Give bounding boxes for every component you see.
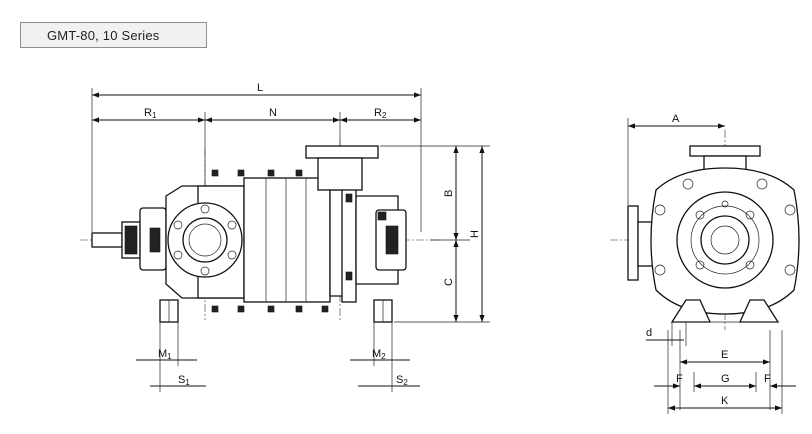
dim-label-H: H [469,230,481,238]
dim-label-R1: R1 [144,107,157,120]
dim-label-L: L [257,82,263,94]
series-badge: GMT-80, 10 Series [20,22,207,48]
dim-label-R2: R2 [374,107,387,120]
side-view [80,88,490,392]
dim-label-M2: M2 [372,348,386,361]
dim-label-K: K [721,395,729,407]
dim-label-C: C [443,278,455,286]
dim-label-M1: M1 [158,348,172,361]
dim-label-G: G [721,373,730,385]
end-view [610,118,800,414]
series-label: GMT-80, 10 Series [47,27,160,43]
dim-label-d: d [646,327,652,339]
dim-label-F-right: F [764,373,771,385]
dim-label-N: N [269,107,277,119]
dim-label-A: A [672,113,680,125]
dim-label-E: E [721,349,728,361]
dim-label-S1: S1 [178,374,190,387]
dim-label-B: B [443,190,455,197]
dim-label-S2: S2 [396,374,408,387]
dim-label-F-left: F [676,373,683,385]
